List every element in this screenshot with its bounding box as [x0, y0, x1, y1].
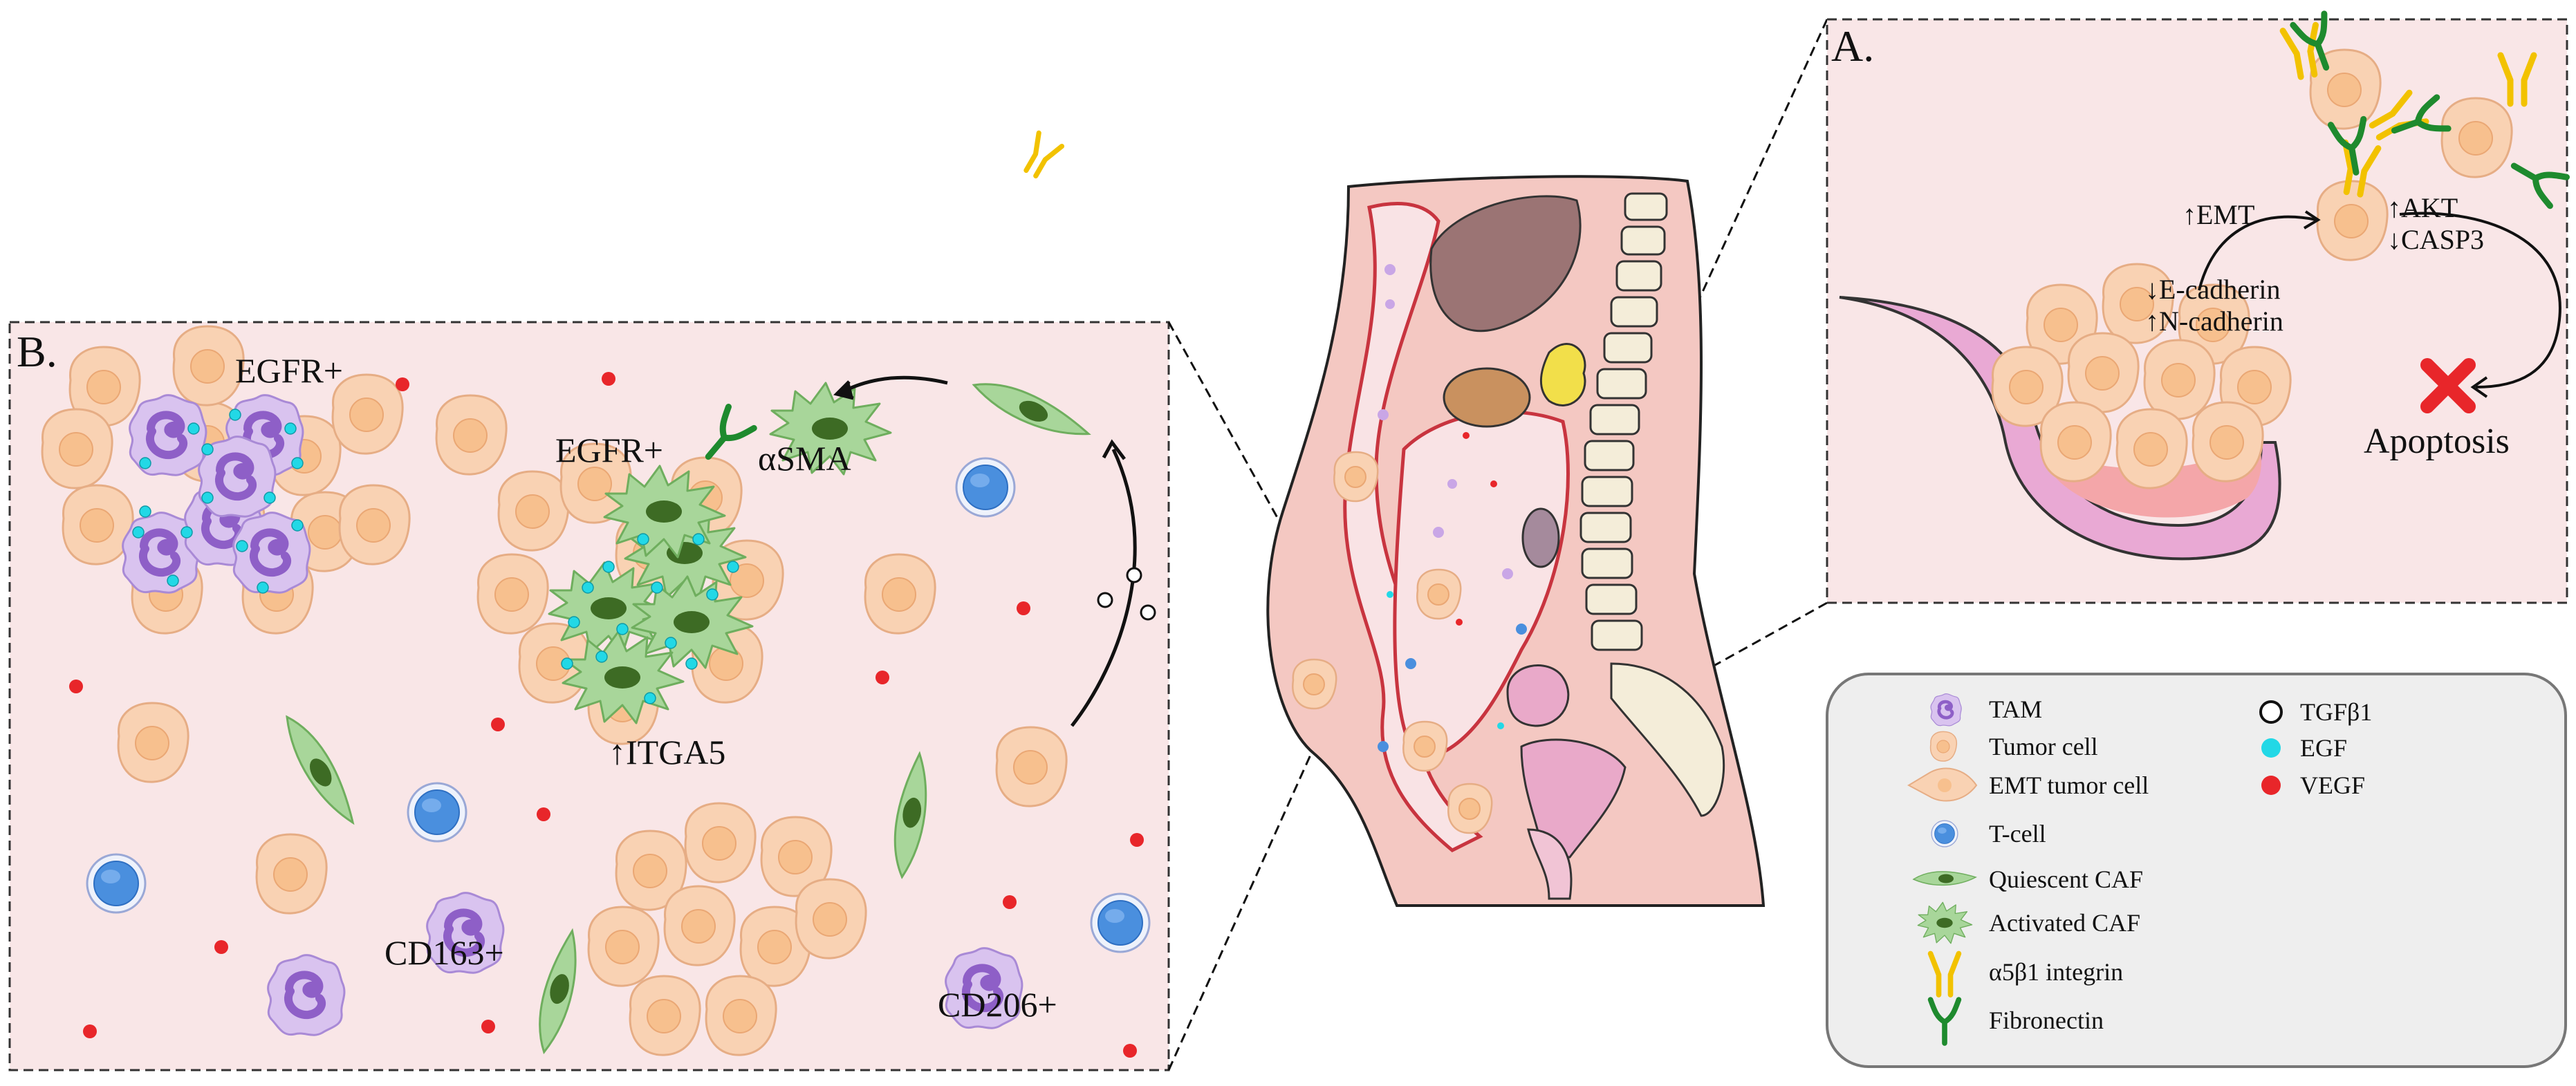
t-cell — [407, 782, 467, 843]
tgfb1-icon — [2259, 700, 2283, 724]
apoptosis-x-icon — [2420, 358, 2476, 413]
legend-box — [1826, 673, 2567, 1068]
emt-label: ↑EMT — [2183, 199, 2254, 230]
tam-cell — [268, 955, 344, 1036]
itga5-label: ↑ITGA5 — [609, 733, 725, 771]
egfr-label-top: EGFR+ — [235, 351, 343, 390]
asma-label: αSMA — [758, 439, 851, 478]
pelvic-organs — [1506, 664, 1627, 900]
t-cell — [1090, 892, 1151, 953]
akt-label: ↑AKT — [2387, 192, 2458, 223]
legend-tgfb1: TGFβ1 — [2300, 698, 2372, 726]
legend-activated-caf: Activated CAF — [1989, 909, 2140, 937]
legend-egf: EGF — [2300, 734, 2347, 762]
legend-emt-tumor-cell: EMT tumor cell — [1989, 771, 2149, 799]
panel-b: B. EGFR+ — [8, 133, 1170, 1071]
legend-vegf: VEGF — [2300, 771, 2365, 799]
legend-t-cell: T-cell — [1989, 820, 2046, 848]
t-cell — [86, 853, 147, 914]
ecadherin-label: ↓E-cadherin — [2145, 274, 2280, 305]
egfr-label-mid: EGFR+ — [555, 431, 663, 469]
activation-cycle-arrows — [833, 375, 1137, 727]
legend-integrin: α5β1 integrin — [1989, 958, 2123, 986]
legend-tumor-cell: Tumor cell — [1989, 733, 2098, 760]
panel-b-label: B. — [17, 327, 57, 376]
legend-fibronectin: Fibronectin — [1989, 1007, 2104, 1034]
panel-a: A. ↑EMT ↑AKT ↓CASP3 ↓E- — [1826, 14, 2567, 604]
egf-icon — [2261, 738, 2281, 758]
apoptosis-label: Apoptosis — [2364, 422, 2510, 461]
vegf-icon — [2261, 776, 2281, 795]
t-cell — [955, 457, 1016, 518]
emt-tumor-cell-icon — [1907, 767, 1978, 802]
ncadherin-label: ↑N-cadherin — [2145, 306, 2283, 337]
tgfb1-particles — [1097, 567, 1156, 621]
tumor-cell-icon — [1929, 731, 1958, 762]
spine — [1579, 192, 1725, 817]
tam-icon — [1931, 694, 1961, 726]
legend-quiescent-caf: Quiescent CAF — [1989, 865, 2143, 893]
legend: TAM Tumor cell EMT tumor cell T-cell Qui… — [1826, 673, 2567, 1068]
abdominal-cross-section — [1266, 175, 1766, 907]
cd206-label: CD206+ — [938, 985, 1057, 1024]
panel-a-label: A. — [1831, 21, 1874, 71]
peritoneal-cells — [1292, 264, 1527, 834]
casp3-label: ↓CASP3 — [2387, 224, 2484, 255]
cd163-label: CD163+ — [384, 933, 504, 972]
emt-arrows — [2198, 210, 2561, 398]
legend-tam: TAM — [1989, 695, 2042, 723]
t-cell-icon — [1931, 820, 1958, 848]
